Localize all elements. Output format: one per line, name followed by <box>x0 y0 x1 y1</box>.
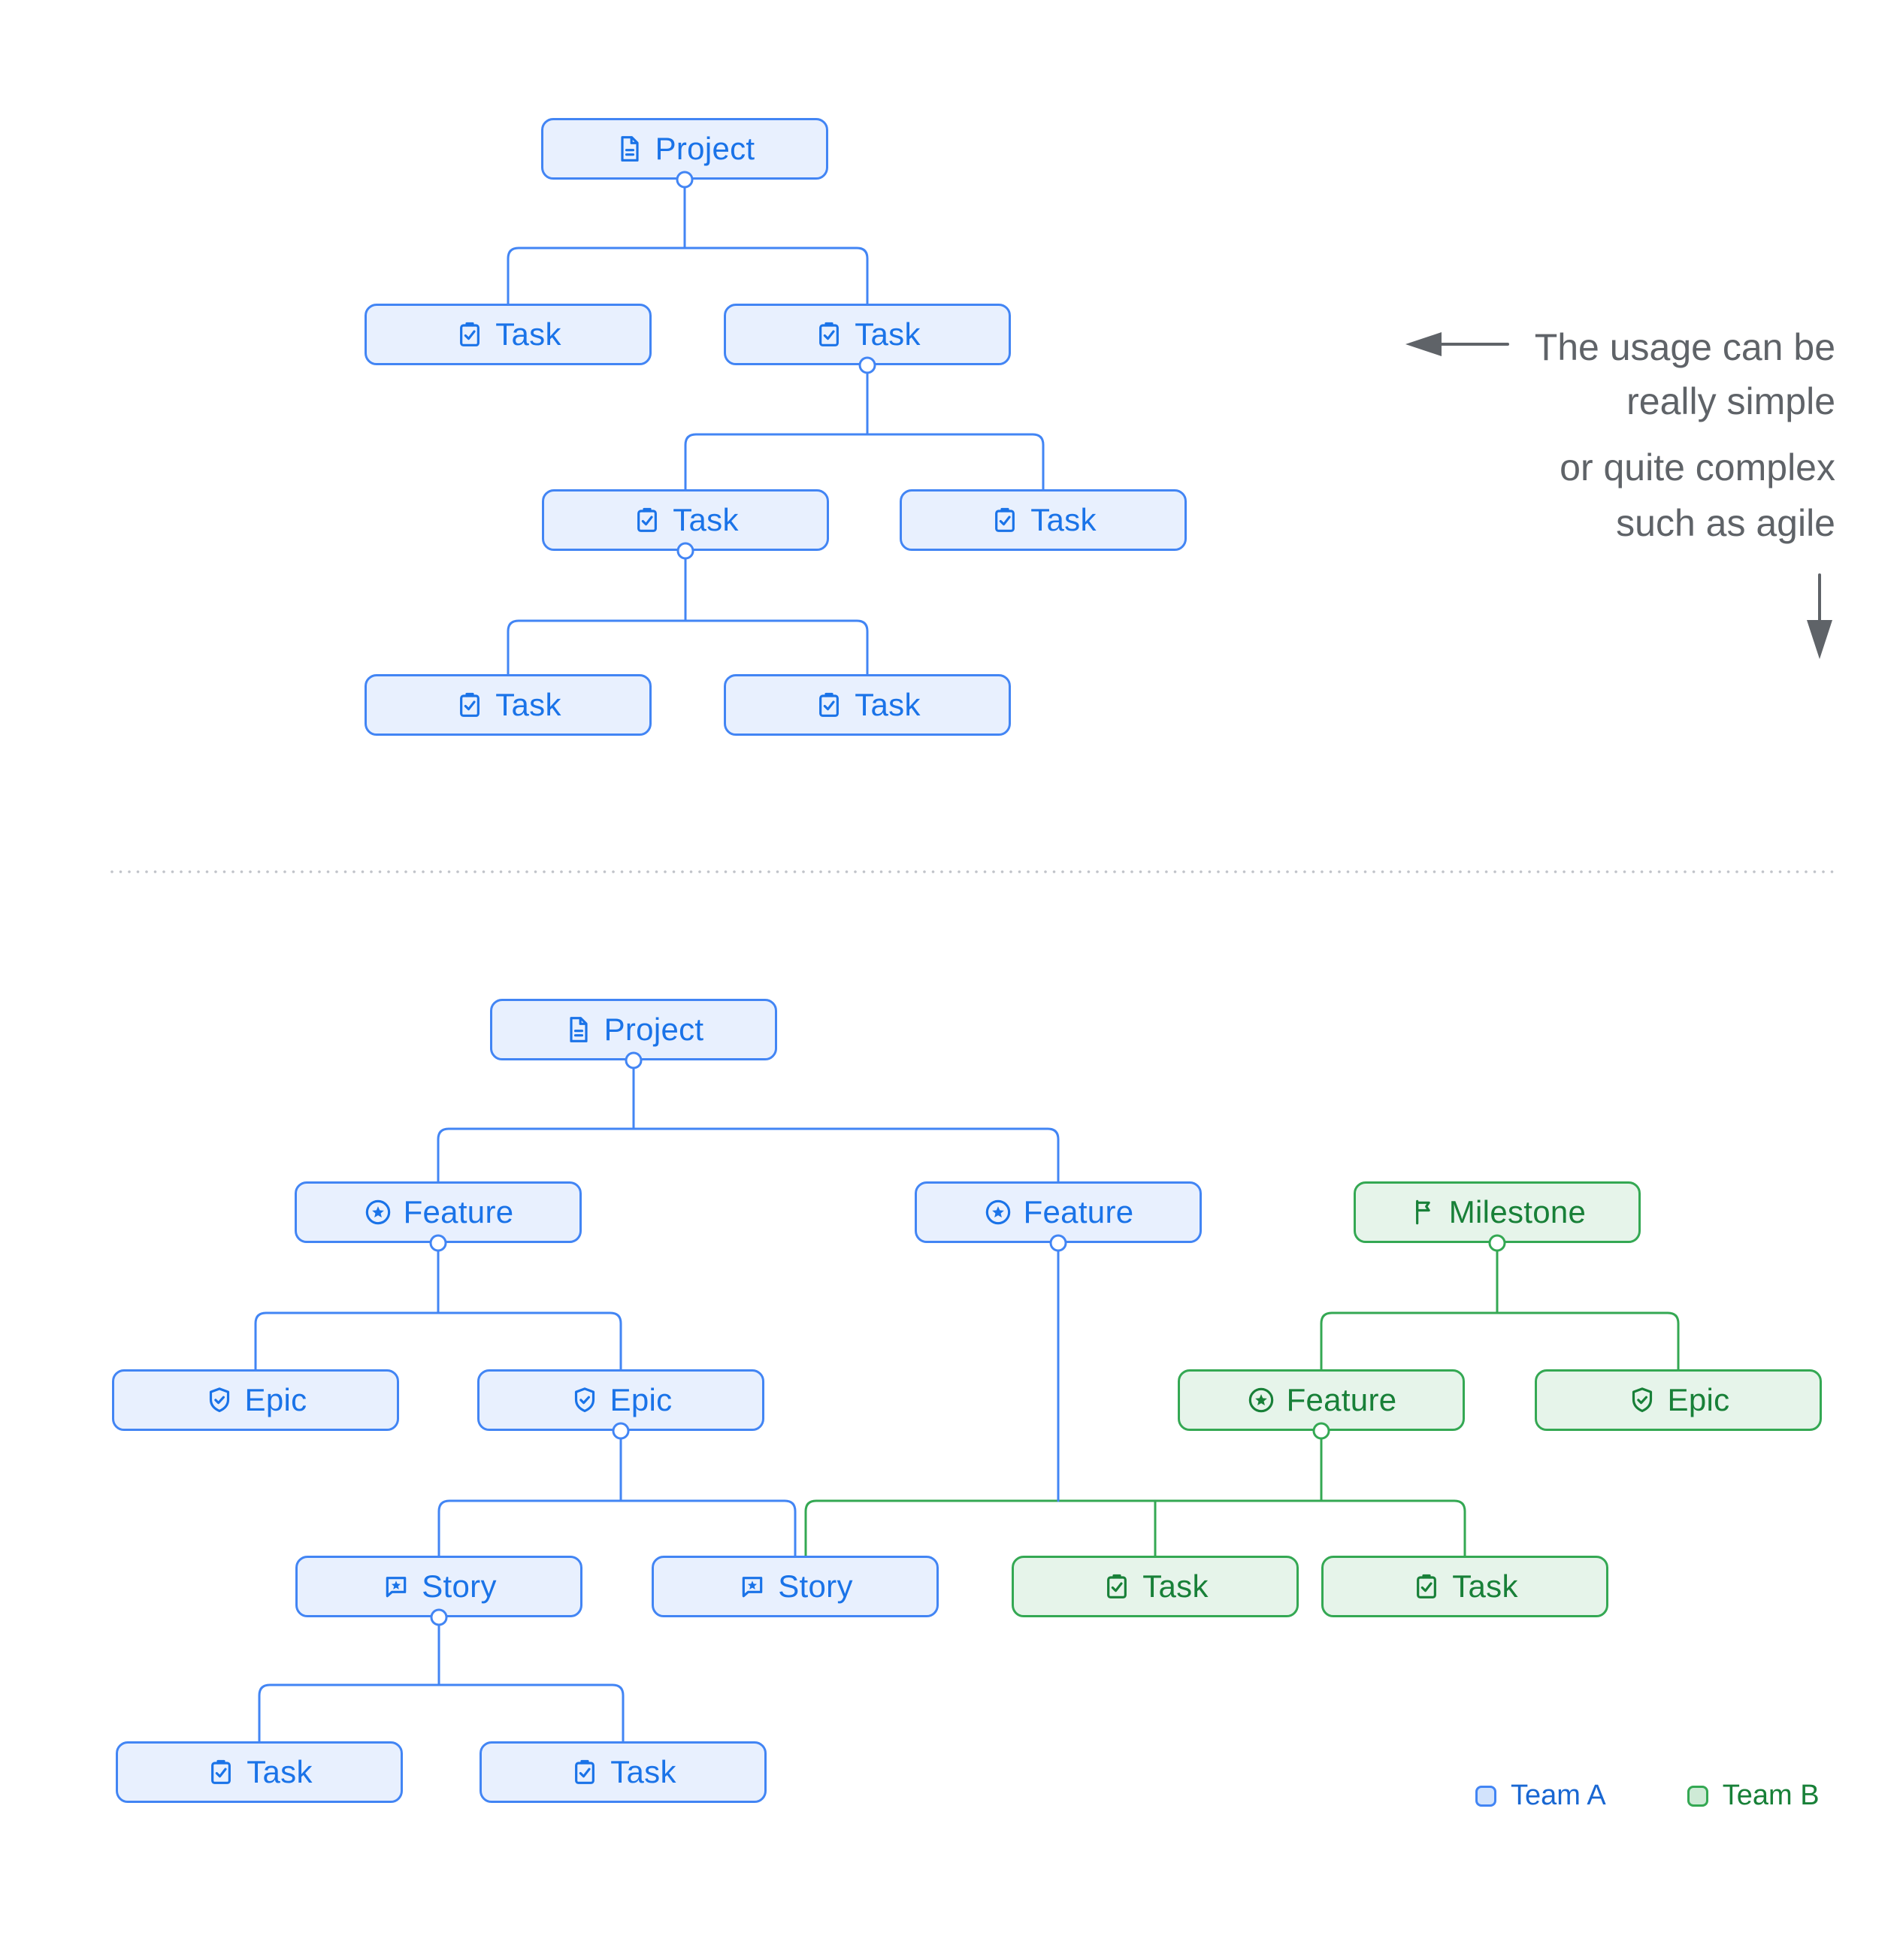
node-label: Task <box>1030 502 1097 537</box>
node-label: Feature <box>1286 1382 1397 1417</box>
arrow-down-icon <box>1807 620 1832 659</box>
node-label: Task <box>610 1754 676 1789</box>
node-label: Feature <box>1023 1194 1134 1230</box>
node-label: Project <box>655 131 755 166</box>
node-project: Project <box>490 999 777 1060</box>
node-task: Task <box>365 674 652 736</box>
node-milestone: Milestone <box>1354 1181 1641 1243</box>
task-icon <box>814 690 844 720</box>
node-label: Project <box>604 1012 704 1047</box>
node-task: Task <box>724 304 1011 365</box>
node-epic: Epic <box>112 1369 399 1431</box>
epic-icon <box>204 1385 234 1415</box>
node-label: Story <box>778 1568 853 1604</box>
annotation-simple-line2: really simple <box>1626 380 1835 422</box>
feature-icon <box>363 1197 393 1227</box>
node-feature: Feature <box>295 1181 582 1243</box>
task-icon <box>1102 1571 1132 1602</box>
annotation-simple: The usage can be really simple <box>1535 320 1835 428</box>
annotation-simple-line1: The usage can be <box>1534 326 1835 368</box>
task-icon <box>814 319 844 349</box>
milestone-icon <box>1408 1197 1439 1227</box>
feature-icon <box>983 1197 1013 1227</box>
node-label: Task <box>247 1754 313 1789</box>
node-task: Task <box>1012 1556 1299 1617</box>
node-label: Milestone <box>1448 1194 1587 1230</box>
annotation-complex: or quite complex such as agile <box>1560 440 1835 551</box>
legend-swatch-team-a <box>1475 1785 1496 1807</box>
arrow-down-line <box>1818 573 1821 623</box>
node-label: Feature <box>403 1194 514 1230</box>
feature-icon <box>1246 1385 1276 1415</box>
node-task: Task <box>542 489 829 551</box>
node-label: Task <box>1142 1568 1209 1604</box>
story-icon <box>737 1571 767 1602</box>
node-story: Story <box>652 1556 939 1617</box>
annotation-complex-line2: such as agile <box>1616 502 1835 544</box>
node-label: Epic <box>1667 1382 1730 1417</box>
task-icon <box>990 505 1020 535</box>
node-label: Epic <box>244 1382 307 1417</box>
task-icon <box>206 1757 236 1787</box>
node-feature: Feature <box>1178 1369 1465 1431</box>
node-task: Task <box>480 1741 767 1803</box>
node-task: Task <box>1321 1556 1608 1617</box>
node-feature: Feature <box>915 1181 1202 1243</box>
task-icon <box>570 1757 600 1787</box>
project-icon <box>615 134 645 164</box>
project-icon <box>564 1015 594 1045</box>
node-label: Task <box>495 687 561 722</box>
legend-label-team-b: Team B <box>1722 1780 1820 1811</box>
node-task: Task <box>900 489 1187 551</box>
epic-icon <box>570 1385 600 1415</box>
story-icon <box>381 1571 411 1602</box>
node-label: Task <box>495 316 561 352</box>
node-project: Project <box>541 118 828 180</box>
node-label: Task <box>1452 1568 1518 1604</box>
node-epic: Epic <box>1535 1369 1822 1431</box>
node-label: Story <box>422 1568 497 1604</box>
node-label: Epic <box>610 1382 673 1417</box>
annotation-complex-line1: or quite complex <box>1560 446 1835 488</box>
legend: Team A Team B <box>1475 1780 1820 1812</box>
task-icon <box>1411 1571 1442 1602</box>
node-label: Task <box>855 316 921 352</box>
node-story: Story <box>295 1556 582 1617</box>
arrow-left-icon <box>1405 332 1442 356</box>
epic-icon <box>1627 1385 1657 1415</box>
task-icon <box>455 319 485 349</box>
legend-label-team-a: Team A <box>1511 1780 1606 1811</box>
node-task: Task <box>724 674 1011 736</box>
arrow-left-line <box>1437 343 1509 346</box>
node-task: Task <box>365 304 652 365</box>
node-label: Task <box>673 502 739 537</box>
node-label: Task <box>855 687 921 722</box>
task-icon <box>632 505 662 535</box>
legend-item-team-a: Team A <box>1475 1780 1606 1812</box>
legend-item-team-b: Team B <box>1687 1780 1820 1812</box>
node-epic: Epic <box>477 1369 764 1431</box>
task-icon <box>455 690 485 720</box>
legend-swatch-team-b <box>1687 1785 1708 1807</box>
node-task: Task <box>116 1741 403 1803</box>
